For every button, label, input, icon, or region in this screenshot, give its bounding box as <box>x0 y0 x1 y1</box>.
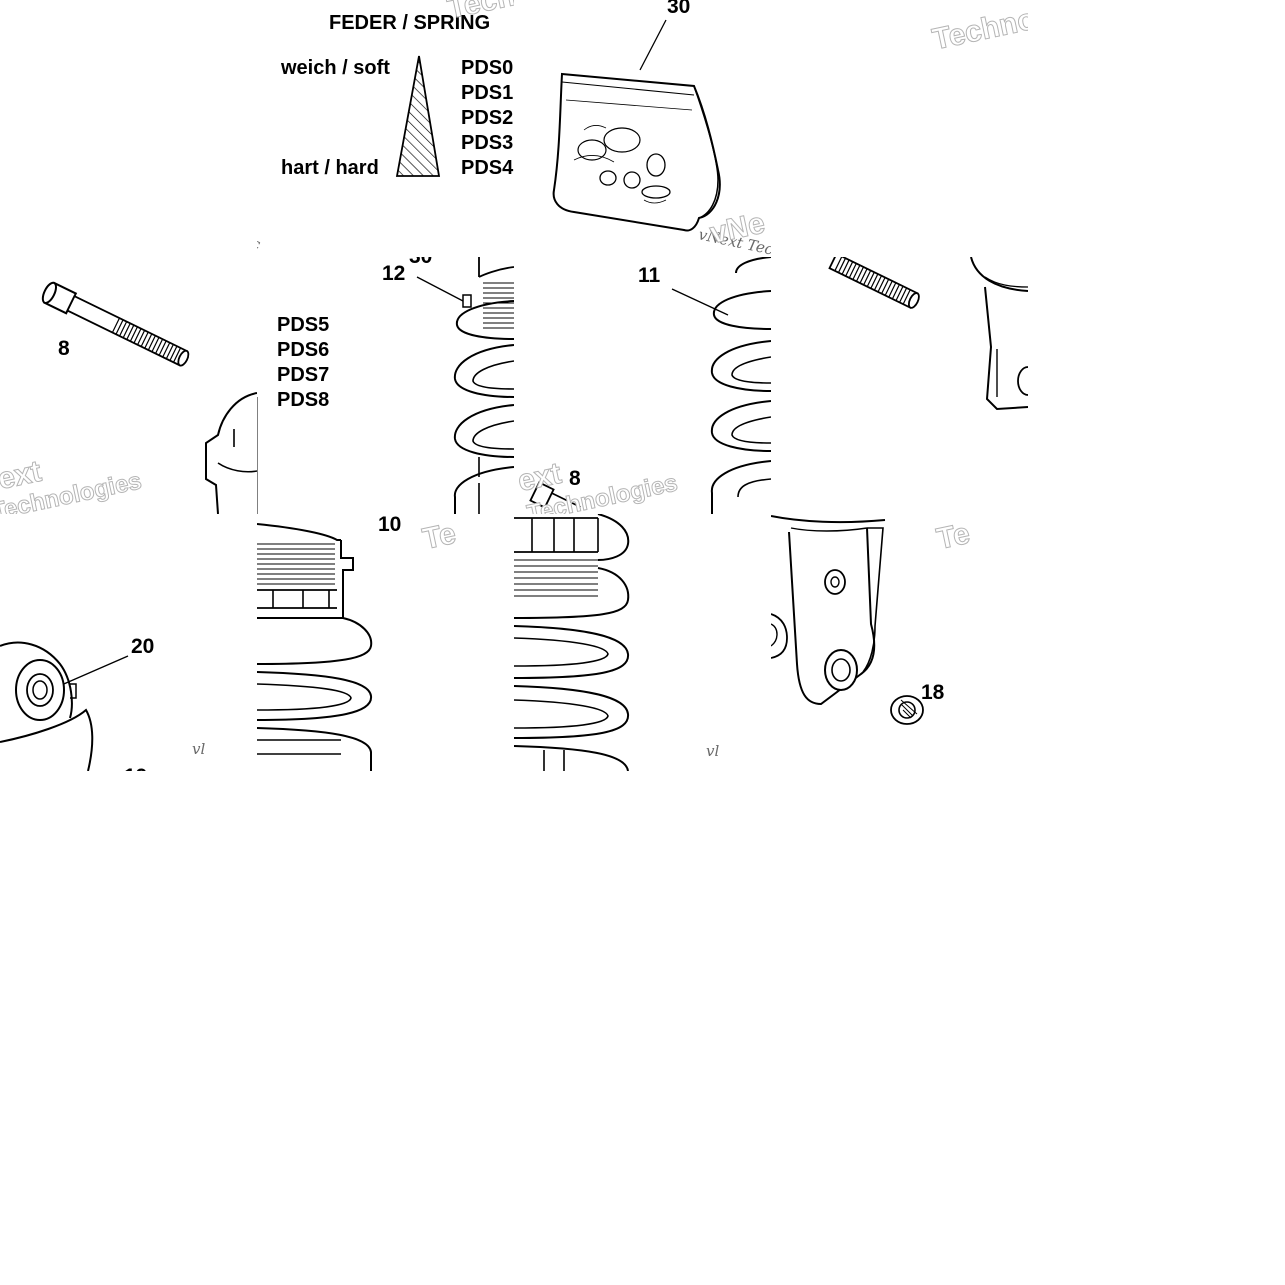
legend-rate: PDS0 <box>461 57 514 79</box>
callout-30: 30 <box>667 0 691 18</box>
tile-r3-c3: vl <box>514 514 771 771</box>
spring-coil-icon <box>529 257 771 514</box>
callout-19-partial: 19 <box>124 766 147 771</box>
legend-rate: PDS7 <box>277 364 330 386</box>
legend-rate: PDS2 <box>461 107 514 129</box>
spring-body-icon <box>514 514 630 771</box>
legend-rate: PDS3 <box>461 132 514 154</box>
watermark: Te <box>419 516 459 557</box>
tile-r3-c4: 18 Te <box>771 514 1028 771</box>
legend-rate: PDS5 <box>277 314 330 336</box>
callout-8: 8 <box>58 337 70 360</box>
tile-r2-c2: 30 12 PDS5 PDS6 PDS7 PDS8 <box>257 257 514 514</box>
tile-r1-c4: Technologies <box>771 0 1028 257</box>
legend-rate: PDS6 <box>277 339 330 361</box>
tile-r2-c1: 8 ext Technologies <box>0 257 257 514</box>
legend-hard-label: hart / hard <box>281 157 379 179</box>
callout-20: 20 <box>131 635 155 658</box>
tile-r3-c1: 20 19 vl <box>0 514 257 771</box>
callout-30-partial: 30 <box>409 257 432 267</box>
watermark: Technologies <box>929 0 1028 57</box>
callout-18: 18 <box>921 681 945 704</box>
tile-r1-c2: FEDER / SPRING weich / soft hart / hard … <box>257 0 514 257</box>
spring-bag-icon <box>552 19 721 232</box>
legend-rate: PDS1 <box>461 82 514 104</box>
spring-coil-icon <box>257 257 514 514</box>
spring-adjuster-icon <box>257 523 373 771</box>
callout-8b: 8 <box>569 467 581 490</box>
callout-12: 12 <box>382 262 406 285</box>
watermark: Te <box>933 516 973 557</box>
legend-soft-label: weich / soft <box>281 57 390 79</box>
legend-rate: PDS4 <box>461 157 514 179</box>
legend-rate: PDS8 <box>277 389 330 411</box>
bolt-icon <box>41 281 257 514</box>
spring-rate-wedge-icon <box>395 0 514 177</box>
watermark: vl <box>192 740 206 758</box>
tile-r3-c2: 10 Te <box>257 514 514 771</box>
shock-eye-mount-icon <box>0 641 129 771</box>
tile-r1-c3: 30 vNext Tec vNe <box>514 0 771 257</box>
lower-eye-and-bushing-icon <box>771 515 924 725</box>
legend-title: FEDER / SPRING <box>329 12 491 34</box>
callout-11: 11 <box>638 264 661 287</box>
tile-r2-c3: 11 8 ext Technologies <box>514 257 771 514</box>
watermark: vl <box>706 742 720 760</box>
threaded-stud-and-eye-icon <box>828 257 1028 411</box>
tile-r2-c4 <box>771 257 1028 514</box>
callout-10: 10 <box>378 514 402 536</box>
